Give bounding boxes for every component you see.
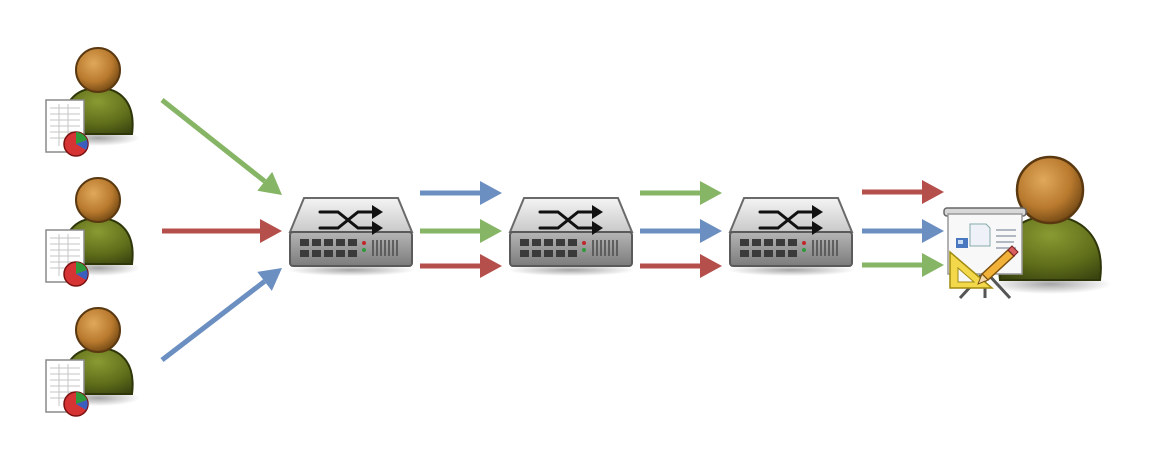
presentation-board-icon: [943, 207, 1027, 300]
arrow-user-1-to-switch-1-green: [160, 98, 282, 195]
arrow-switch-3-to-presenter-blue: [862, 219, 944, 243]
arrow-switch-3-to-presenter-red: [862, 180, 944, 204]
arrow-switch-1-to-switch-2-green: [420, 219, 502, 243]
arrow-switch-1-to-switch-2-blue: [420, 181, 502, 205]
arrow-head: [480, 181, 502, 205]
arrow-shaft: [160, 279, 267, 362]
spreadsheet-icon: [45, 359, 89, 417]
arrow-head: [922, 180, 944, 204]
arrow-head: [700, 181, 722, 205]
arrow-switch-1-to-switch-2-red: [420, 254, 502, 278]
arrow-user-2-to-switch-1-red: [162, 219, 282, 243]
switch-2-icon: [507, 197, 635, 276]
arrow-head: [257, 268, 282, 291]
spreadsheet-icon: [45, 99, 89, 157]
arrow-head: [922, 219, 944, 243]
arrow-head: [480, 254, 502, 278]
arrow-shaft: [160, 98, 267, 184]
arrow-head: [922, 253, 944, 277]
switch-1-icon: [287, 197, 415, 276]
arrow-switch-2-to-switch-3-blue: [640, 219, 722, 243]
arrow-head: [700, 219, 722, 243]
spreadsheet-icon: [45, 229, 89, 287]
arrow-head: [480, 219, 502, 243]
arrow-head: [260, 219, 282, 243]
arrow-layer: [160, 98, 944, 362]
arrow-switch-2-to-switch-3-red: [640, 254, 722, 278]
arrow-head: [257, 171, 282, 195]
arrow-switch-2-to-switch-3-green: [640, 181, 722, 205]
switch-3-icon: [727, 197, 855, 276]
arrow-user-3-to-switch-1-blue: [160, 268, 282, 362]
arrow-head: [700, 254, 722, 278]
arrow-switch-3-to-presenter-green: [862, 253, 944, 277]
